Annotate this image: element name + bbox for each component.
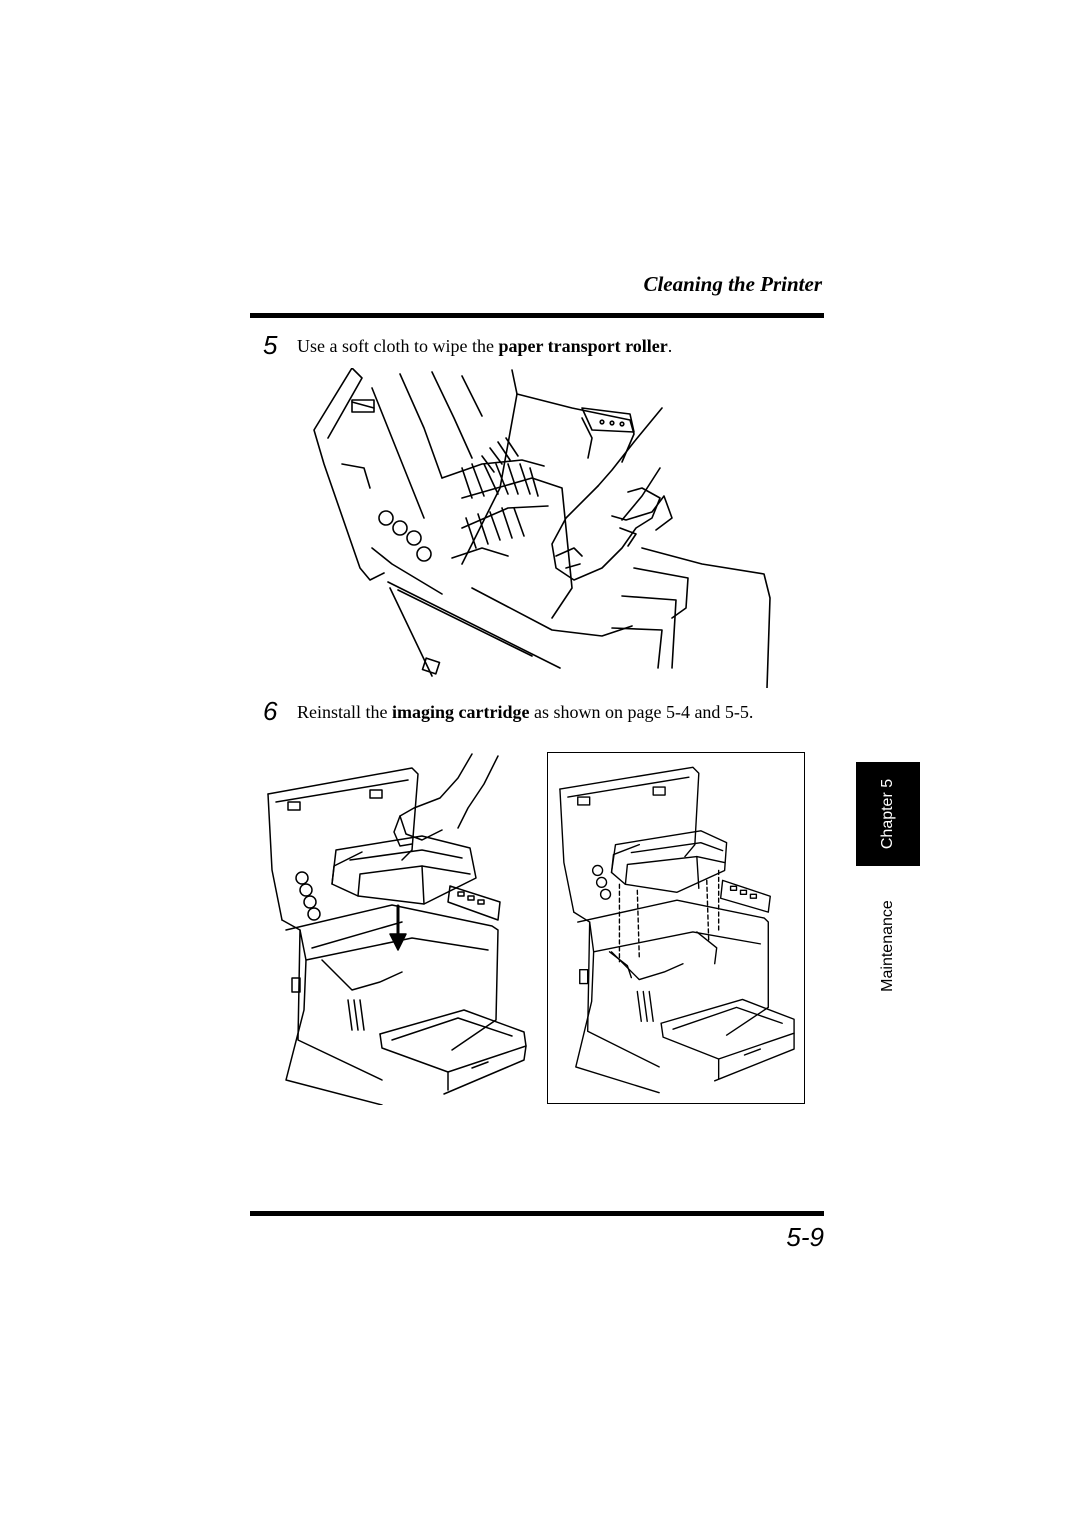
section-tab-label: Maintenance xyxy=(860,886,916,1006)
footer-rule xyxy=(250,1211,824,1216)
wipe-roller-illustration xyxy=(313,368,771,688)
header-rule xyxy=(250,313,824,318)
insert-cartridge-illustration xyxy=(267,753,527,1105)
cartridge-position-illustration xyxy=(547,752,805,1104)
maintenance-label: Maintenance xyxy=(879,900,896,992)
section-title: Cleaning the Printer xyxy=(643,272,822,296)
step-number: 5 xyxy=(263,330,278,360)
step-text: Reinstall the imaging cartridge as shown… xyxy=(297,702,754,722)
step-text: Use a soft cloth to wipe the paper trans… xyxy=(297,336,673,356)
page-number: 5-9 xyxy=(786,1222,824,1252)
step-emphasis: paper transport roller xyxy=(498,336,668,356)
chapter-tab: Chapter 5 xyxy=(856,762,920,866)
step-emphasis: imaging cartridge xyxy=(391,702,530,722)
chapter-label: Chapter 5 xyxy=(879,778,896,850)
step-number: 6 xyxy=(263,696,278,726)
